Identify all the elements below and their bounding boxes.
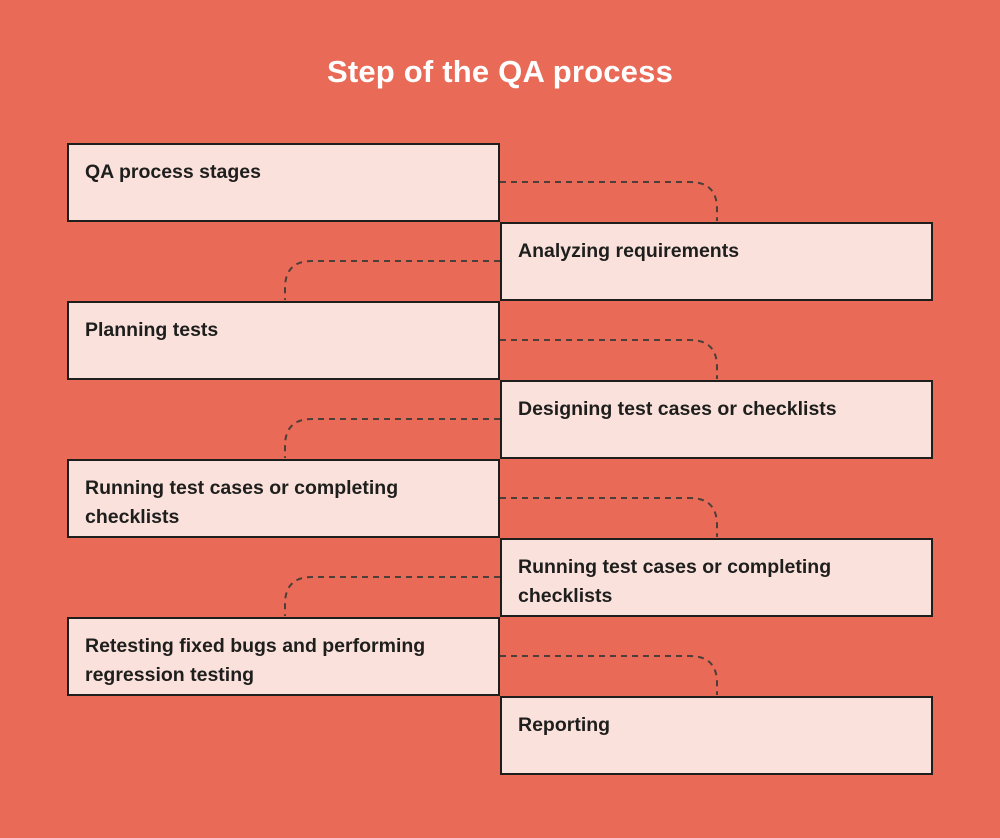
- box-reporting: Reporting: [500, 696, 933, 775]
- box-qa-process-stages: QA process stages: [67, 143, 500, 222]
- connector-stage6-to-stage7: [284, 576, 500, 616]
- diagram-title: Step of the QA process: [326, 54, 674, 89]
- connector-stage7-to-stage8: [500, 655, 718, 695]
- box-analyzing-requirements: Analyzing requirements: [500, 222, 933, 301]
- connector-stage3-to-stage4: [500, 339, 718, 379]
- box-planning-tests: Planning tests: [67, 301, 500, 380]
- box-retesting-fixed-bugs: Retesting fixed bugs and performing regr…: [67, 617, 500, 696]
- connector-stage1-to-stage2: [500, 181, 718, 221]
- connector-stage4-to-stage5: [284, 418, 500, 458]
- box-designing-test-cases: Designing test cases or checklists: [500, 380, 933, 459]
- box-running-test-cases-right: Running test cases or completing checkli…: [500, 538, 933, 617]
- connector-stage5-to-stage6: [500, 497, 718, 537]
- connector-stage2-to-stage3: [284, 260, 500, 300]
- box-running-test-cases-left: Running test cases or completing checkli…: [67, 459, 500, 538]
